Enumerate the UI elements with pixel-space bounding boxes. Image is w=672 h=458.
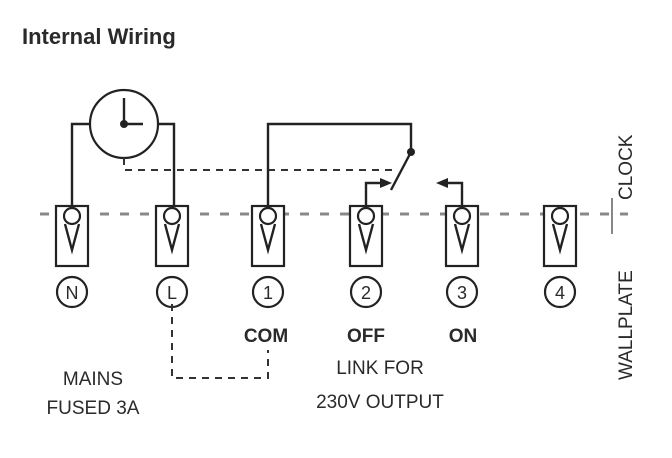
switch-contact (389, 148, 415, 191)
terminal-screw (550, 206, 570, 226)
terminal-2: 2 (348, 204, 384, 309)
terminal-label: 3 (457, 283, 467, 303)
com-wire (266, 122, 413, 208)
clock-to-l-wire (157, 122, 176, 208)
terminal-1: 1 (250, 204, 286, 309)
mains-note-line-1: MAINS (63, 369, 123, 390)
wallplate-side-label: WALLPLATE (616, 270, 637, 380)
diagram-title: Internal Wiring (22, 24, 176, 49)
terminal-clamp (163, 223, 181, 255)
terminal-number-circle (349, 275, 383, 309)
link-dashed-line (171, 304, 269, 379)
clock-motor-symbol (88, 88, 160, 160)
terminal-block (444, 204, 480, 268)
terminal-3: 3 (444, 204, 480, 309)
terminal-1-sub-label: COM (244, 326, 288, 347)
clock-side-label: CLOCK (616, 134, 637, 200)
terminal-clamp (551, 223, 569, 255)
terminal-label: 4 (555, 283, 565, 303)
off-contact-wire (364, 181, 385, 208)
terminal-L: L (154, 204, 190, 309)
terminal-number-circle (251, 275, 285, 309)
terminal-number-circle (445, 275, 479, 309)
on-contact-wire (441, 181, 464, 208)
terminal-label: N (66, 283, 79, 303)
terminal-screw (62, 206, 82, 226)
on-contact-arrow (436, 178, 448, 188)
clock-to-n-wire (70, 122, 91, 208)
mains-note-line-2: FUSED 3A (47, 398, 140, 419)
terminal-clamp (453, 223, 471, 255)
terminal-screw (452, 206, 472, 226)
link-note-line-2: 230V OUTPUT (316, 392, 444, 413)
terminal-label: 1 (263, 283, 273, 303)
terminal-N: N (54, 204, 90, 309)
terminal-label: 2 (361, 283, 371, 303)
terminal-screw (258, 206, 278, 226)
terminal-clamp (259, 223, 277, 255)
terminal-2-sub-label: OFF (347, 326, 385, 347)
off-contact-arrow (380, 178, 392, 188)
terminal-number-circle (55, 275, 89, 309)
terminal-clamp (357, 223, 375, 255)
terminal-number-circle (543, 275, 577, 309)
link-note-line-1: LINK FOR (336, 358, 424, 379)
terminal-clamp (63, 223, 81, 255)
terminal-screw (356, 206, 376, 226)
terminal-label: L (167, 283, 177, 303)
terminal-screw (162, 206, 182, 226)
clock-switch-linkage (123, 158, 398, 171)
terminal-4: 4 (542, 204, 578, 309)
terminal-3-sub-label: ON (449, 326, 478, 347)
